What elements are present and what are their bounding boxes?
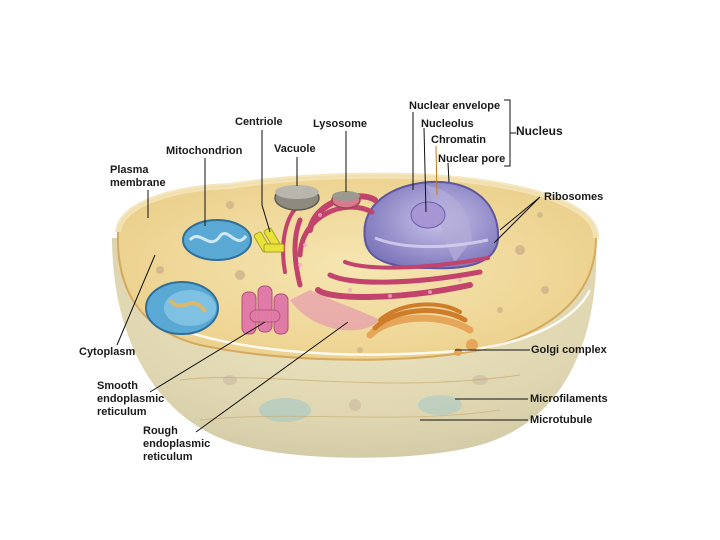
label-golgi-complex: Golgi complex [531, 344, 607, 356]
vacuole-organelle [274, 185, 320, 211]
leader-nucleolus [423, 127, 427, 213]
faint-microtubule [199, 409, 501, 421]
leader-chromatin [435, 145, 438, 196]
leader-lines [116, 99, 541, 433]
faint-microfilament [179, 374, 521, 384]
leader-ribosomes-a [493, 196, 541, 244]
label-cytoplasm: Cytoplasm [79, 346, 136, 358]
label-centriole: Centriole [235, 116, 283, 128]
label-nucleus: Nucleus [516, 124, 563, 138]
label-nucleolus: Nucleolus [421, 118, 474, 130]
cytoplasm-vesicles [156, 201, 549, 353]
plasma-membrane-rim [115, 172, 600, 239]
label-mitochondrion: Mitochondrion [166, 145, 243, 157]
mitochondrion-organelle [182, 219, 252, 261]
leader-cytoplasm [116, 254, 156, 346]
cut-edge-line [149, 289, 592, 356]
leader-ribosomes-b [499, 196, 541, 231]
label-smooth-er: Smooth endoplasmic reticulum [97, 380, 165, 418]
leader-nuclear-pore [447, 162, 450, 183]
label-plasma-membrane: Plasma membrane [110, 164, 166, 189]
label-rough-er: Rough endoplasmic reticulum [143, 425, 211, 463]
leader-smooth-er [149, 321, 266, 393]
er-patch [290, 290, 380, 331]
lysosome-organelle [331, 191, 361, 209]
smooth-er-organelle [241, 285, 289, 335]
rough-er-ribosome-dots [298, 203, 462, 298]
mitochondrion-organelle-2 [145, 281, 219, 335]
nucleolus-body [410, 201, 446, 229]
leader-rough-er [195, 321, 349, 433]
label-ribosomes: Ribosomes [544, 191, 604, 203]
label-microtubule: Microtubule [530, 414, 593, 426]
faint-mitochondrion [259, 398, 311, 422]
nucleus-bracket [504, 99, 516, 167]
centriole-organelle [253, 227, 285, 253]
label-lysosome: Lysosome [313, 118, 368, 130]
label-vacuole: Vacuole [274, 143, 316, 155]
label-chromatin: Chromatin [431, 134, 486, 146]
label-nuclear-envelope: Nuclear envelope [409, 100, 501, 112]
label-nuclear-pore: Nuclear pore [438, 153, 506, 165]
faint-mitochondrion [418, 395, 462, 415]
faint-vesicle [349, 399, 361, 411]
label-microfilaments: Microfilaments [530, 393, 608, 405]
faint-vesicle [223, 375, 237, 385]
leader-centriole [261, 130, 271, 233]
